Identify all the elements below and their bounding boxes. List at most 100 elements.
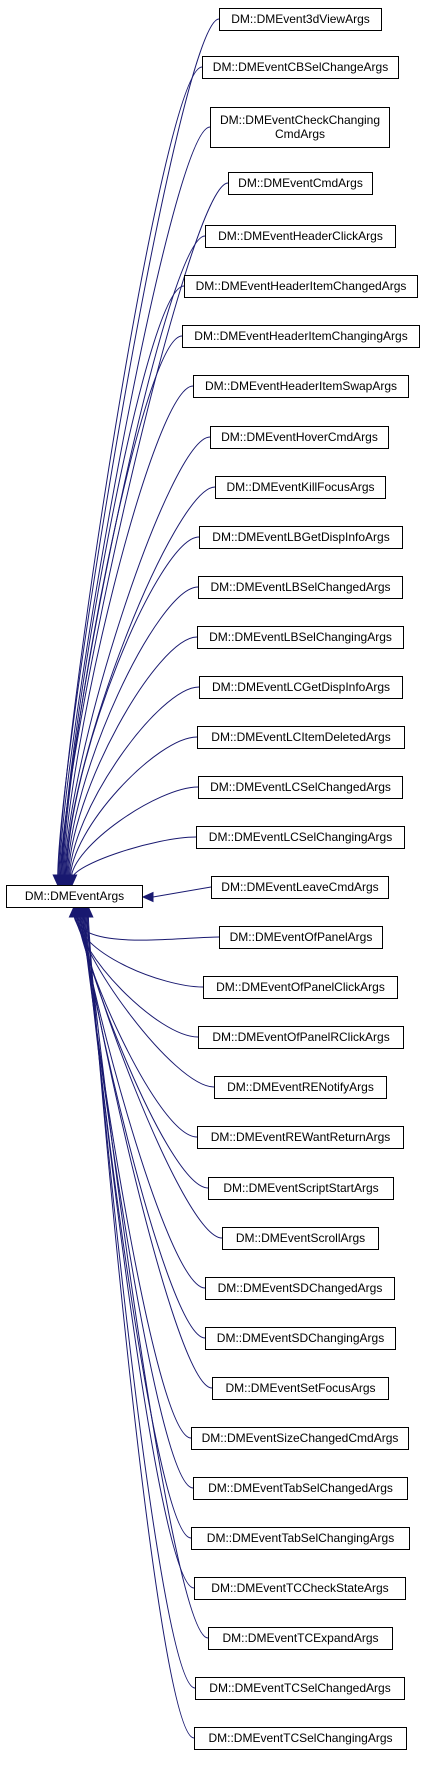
class-name-text: DM::DMEventLBSelChangingArgs [209,630,392,644]
class-name-text: CmdArgs [275,127,325,141]
inheritance-edge [83,912,194,1489]
derived-class-node[interactable]: DM::DMEventHeaderItemChangedArgs [184,275,418,298]
derived-class-node[interactable]: DM::DMEventTCSelChangedArgs [195,1677,405,1700]
derived-class-node[interactable]: DM::DMEventTCCheckStateArgs [194,1577,406,1600]
class-name-text: DM::DMEventTCCheckStateArgs [211,1581,388,1595]
derived-class-node[interactable]: DM::DMEventLeaveCmdArgs [211,876,389,899]
class-box [198,576,403,599]
class-name-text: DM::DMEventSetFocusArgs [225,1381,375,1395]
class-box [208,1177,394,1200]
class-box [199,526,403,549]
class-box [197,1126,404,1149]
class-box [197,726,405,749]
class-nodes: DM::DMEventArgs DM::DMEvent3dViewArgsDM::… [6,8,420,1750]
class-box [198,1026,404,1049]
class-box [219,8,382,31]
derived-class-node[interactable]: DM::DMEventHeaderClickArgs [205,225,396,248]
class-name-text: DM::DMEventScriptStartArgs [223,1181,378,1195]
class-name-text: DM::DMEventHoverCmdArgs [221,430,378,444]
derived-class-node[interactable]: DM::DMEventRENotifyArgs [214,1076,387,1099]
derived-class-node[interactable]: DM::DMEventScrollArgs [222,1227,379,1250]
class-box [194,1577,406,1600]
derived-class-node[interactable]: DM::DMEventOfPanelRClickArgs [198,1026,404,1049]
class-name-text: DM::DMEventTCSelChangingArgs [208,1731,392,1745]
class-name-text: DM::DMEventREWantReturnArgs [211,1130,391,1144]
inheritance-edge [87,912,195,1739]
class-name-text: DM::DMEventLCSelChangingArgs [209,830,392,844]
base-class-node[interactable]: DM::DMEventArgs [6,885,143,908]
derived-class-node[interactable]: DM::DMEventLBGetDispInfoArgs [199,526,403,549]
inheritance-edge [85,912,195,1589]
derived-class-node[interactable]: DM::DMEventTCSelChangingArgs [194,1727,407,1750]
derived-class-node[interactable]: DM::DMEventTCExpandArgs [208,1627,393,1650]
derived-class-node[interactable]: DM::DMEventCmdArgs [228,172,373,195]
inheritance-edge [82,912,192,1439]
class-name-text: DM::DMEventLBSelChangedArgs [210,580,390,594]
class-box [215,476,386,499]
inheritance-edge [64,436,211,880]
inheritance-edge [84,912,192,1539]
inheritance-arrowhead [83,905,94,918]
derived-class-node[interactable]: DM::DMEventLCSelChangingArgs [196,826,405,849]
derived-class-node[interactable]: DM::DMEventSetFocusArgs [212,1377,389,1400]
class-box [193,1477,408,1500]
inheritance-edge [152,886,212,898]
class-name-text: DM::DMEventRENotifyArgs [227,1080,374,1094]
class-name-text: DM::DMEventTCSelChangedArgs [209,1681,390,1695]
class-name-text: DM::DMEventTabSelChangedArgs [208,1481,393,1495]
inheritance-edge [71,836,197,880]
class-name-text: DM::DMEventHeaderItemChangingArgs [194,329,407,343]
derived-class-node[interactable]: DM::DMEventLCSelChangedArgs [198,776,403,799]
derived-class-node[interactable]: DM::DMEventLBSelChangingArgs [197,626,404,649]
class-name-text: DM::DMEventHeaderClickArgs [218,229,383,243]
class-name-text: DM::DMEventLCItemDeletedArgs [211,730,390,744]
class-name-text: DM::DMEventTabSelChangingArgs [207,1531,394,1545]
derived-class-node[interactable]: DM::DMEventCBSelChangeArgs [202,56,399,79]
derived-class-node[interactable]: DM::DMEventLBSelChangedArgs [198,576,403,599]
inheritance-edge [59,126,211,880]
derived-class-node[interactable]: DM::DMEventSDChangingArgs [205,1327,396,1350]
inheritance-edge [67,586,199,880]
class-box [219,926,383,949]
derived-class-node[interactable]: DM::DMEventKillFocusArgs [215,476,386,499]
class-name-text: DM::DMEventLCGetDispInfoArgs [212,680,390,694]
derived-class-node[interactable]: DM::DMEvent3dViewArgs [219,8,382,31]
inheritance-edge [63,385,194,880]
class-box [211,876,389,899]
derived-class-node[interactable]: DM::DMEventTabSelChangedArgs [193,1477,408,1500]
inheritance-edge [77,912,198,1138]
class-box [6,885,143,908]
class-name-text: DM::DMEventLBGetDispInfoArgs [212,530,389,544]
inheritance-edge [68,636,198,880]
class-box [195,1677,405,1700]
derived-class-node[interactable]: DM::DMEventLCItemDeletedArgs [197,726,405,749]
derived-class-node[interactable]: DM::DMEventREWantReturnArgs [197,1126,404,1149]
derived-class-node[interactable]: DM::DMEventScriptStartArgs [208,1177,394,1200]
inheritance-edges [52,18,229,1739]
derived-class-node[interactable]: DM::DMEventSDChangedArgs [205,1277,395,1300]
derived-class-node[interactable]: DM::DMEventSizeChangedCmdArgs [191,1427,409,1450]
derived-class-node[interactable]: DM::DMEventHeaderItemChangingArgs [182,325,420,348]
derived-class-node[interactable]: DM::DMEventTabSelChangingArgs [191,1527,410,1550]
class-box [197,626,404,649]
class-box [198,776,403,799]
inheritance-edge [61,285,185,880]
derived-class-node[interactable]: DM::DMEventHeaderItemSwapArgs [193,375,409,398]
class-name-text: DM::DMEventTCExpandArgs [222,1631,378,1645]
class-box [214,1076,387,1099]
inheritance-arrowhead [141,891,154,903]
derived-class-node[interactable]: DM::DMEventOfPanelArgs [219,926,383,949]
class-name-text: DM::DMEventOfPanelClickArgs [216,980,385,994]
class-name-text: DM::DMEventSDChangingArgs [217,1331,384,1345]
inheritance-edge [70,786,199,880]
class-box [193,375,409,398]
derived-class-node[interactable]: DM::DMEventHoverCmdArgs [210,426,389,449]
class-name-text: DM::DMEventScrollArgs [236,1231,365,1245]
derived-class-node[interactable]: DM::DMEventOfPanelClickArgs [203,976,398,999]
inheritance-edge [77,912,209,1189]
class-box [182,325,420,348]
class-box [210,107,390,148]
class-name-text: DM::DMEventSDChangedArgs [218,1281,383,1295]
derived-class-node[interactable]: DM::DMEventLCGetDispInfoArgs [199,676,403,699]
